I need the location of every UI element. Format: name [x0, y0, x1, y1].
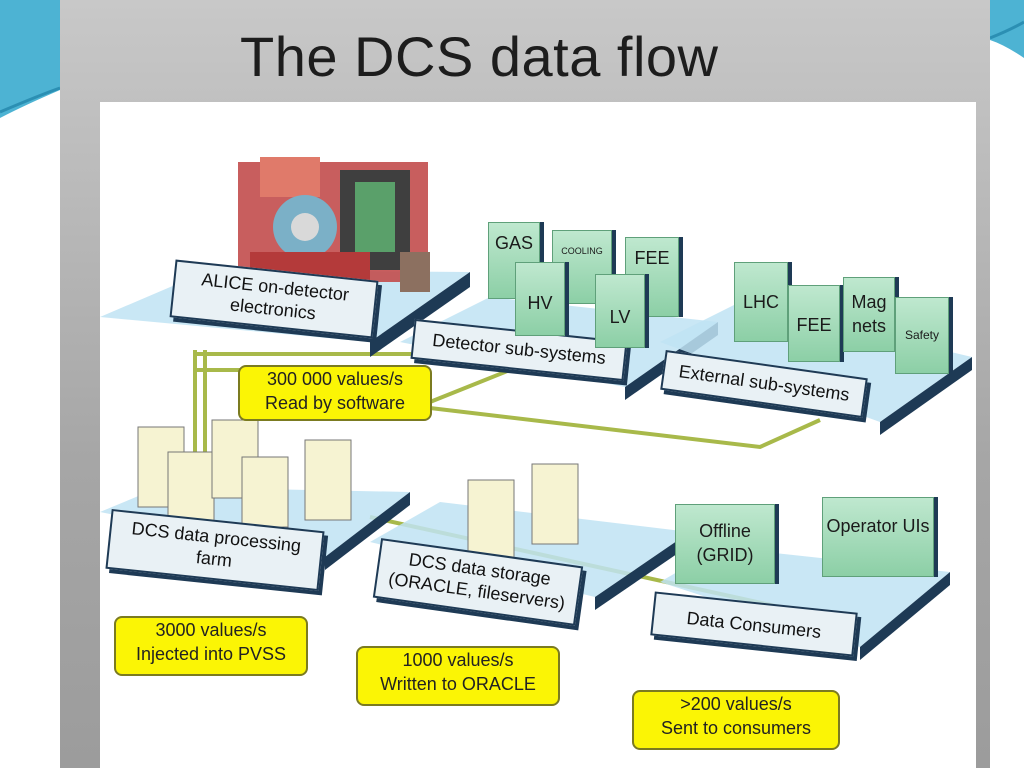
module-lv: LV [595, 274, 645, 348]
note-injected-rate: 3000 values/s [155, 620, 267, 640]
note-read-by-software: 300 000 values/s Read by software [238, 365, 432, 421]
platform-storage [370, 502, 690, 610]
module-offline-grid: Offline (GRID) [675, 504, 775, 584]
diagram-panel: ALICE on-detector electronics Detector s… [100, 102, 976, 768]
server-icons-farm [137, 419, 352, 528]
note-written-desc: Written to ORACLE [380, 674, 536, 694]
slide-title: The DCS data flow [240, 25, 719, 88]
note-written-rate: 1000 values/s [402, 650, 514, 670]
note-written-to-oracle: 1000 values/s Written to ORACLE [356, 646, 560, 706]
alice-detector-image [238, 157, 430, 292]
note-sent-to-consumers: >200 values/s Sent to consumers [632, 690, 840, 750]
note-sent-rate: >200 values/s [680, 694, 792, 714]
note-injected-desc: Injected into PVSS [135, 644, 287, 664]
note-read-desc: Read by software [264, 393, 406, 413]
module-fee-external: FEE [788, 285, 840, 362]
module-lhc: LHC [734, 262, 788, 342]
module-safety: Safety [895, 297, 949, 374]
module-operator-uis: Operator UIs [822, 497, 934, 577]
note-injected-into-pvss: 3000 values/s Injected into PVSS [114, 616, 308, 676]
module-magnets: Mag nets [843, 277, 895, 352]
note-sent-desc: Sent to consumers [660, 718, 812, 738]
module-hv: HV [515, 262, 565, 336]
server-icons-storage [467, 463, 579, 561]
note-read-rate: 300 000 values/s [266, 369, 404, 389]
diagram-canvas [100, 157, 972, 660]
